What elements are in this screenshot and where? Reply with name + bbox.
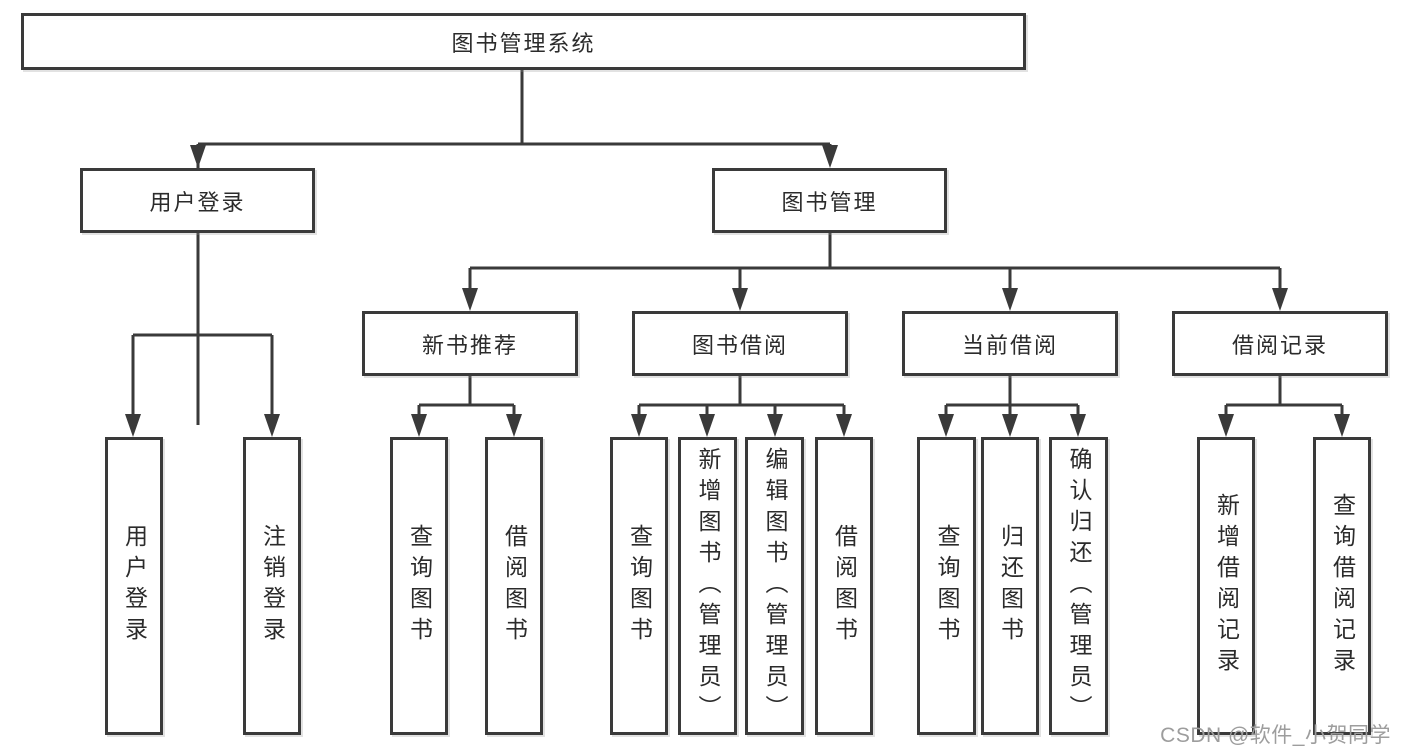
node-new-book-recommend: 新书推荐 <box>362 311 578 376</box>
node-label: 图书借阅 <box>691 332 788 358</box>
node-label: 当前借阅 <box>961 332 1058 358</box>
leaf-label: 新增借阅记录 <box>1213 493 1240 679</box>
node-current-borrowing: 当前借阅 <box>902 311 1118 376</box>
leaf-query-borrow-record: 查询借阅记录 <box>1313 437 1371 735</box>
leaf-logout: 注销登录 <box>243 437 301 735</box>
leaf-add-books-admin: 新增图书（管理员） <box>678 437 737 735</box>
leaf-label: 查询图书 <box>934 524 960 648</box>
leaf-label: 编辑图书（管理员） <box>762 446 788 726</box>
node-book-borrowing: 图书借阅 <box>632 311 848 376</box>
csdn-watermark: CSDN @软件_小贺同学 <box>1160 724 1391 747</box>
node-label: 用户登录 <box>149 189 246 215</box>
leaf-label: 用户登录 <box>121 524 148 648</box>
node-label: 借阅记录 <box>1231 332 1328 358</box>
node-library-management-system: 图书管理系统 <box>21 13 1026 70</box>
leaf-label: 确认归还（管理员） <box>1066 446 1092 726</box>
node-label: 图书管理 <box>781 189 878 215</box>
node-borrowing-records: 借阅记录 <box>1172 311 1388 376</box>
leaf-query-books-recommend: 查询图书 <box>390 437 448 735</box>
leaf-label: 查询图书 <box>406 524 433 648</box>
node-book-management: 图书管理 <box>712 168 947 233</box>
leaf-query-books-borrowing: 查询图书 <box>610 437 668 735</box>
leaf-label: 注销登录 <box>259 524 286 648</box>
leaf-edit-books-admin: 编辑图书（管理员） <box>745 437 804 735</box>
leaf-confirm-return-admin: 确认归还（管理员） <box>1049 437 1108 735</box>
leaf-add-borrow-record: 新增借阅记录 <box>1197 437 1255 735</box>
leaf-label: 借阅图书 <box>501 524 528 648</box>
node-user-login: 用户登录 <box>80 168 315 233</box>
leaf-query-books-current: 查询图书 <box>917 437 976 735</box>
leaf-label: 新增图书（管理员） <box>695 446 721 726</box>
leaf-borrow-books-recommend: 借阅图书 <box>485 437 543 735</box>
leaf-label: 借阅图书 <box>831 524 858 648</box>
leaf-label: 查询图书 <box>626 524 653 648</box>
node-label: 图书管理系统 <box>451 30 596 56</box>
leaf-label: 归还图书 <box>997 524 1024 648</box>
leaf-label: 查询借阅记录 <box>1329 493 1356 679</box>
node-label: 新书推荐 <box>421 332 518 358</box>
leaf-user-login: 用户登录 <box>105 437 163 735</box>
edge-arrowheads <box>125 145 1350 437</box>
leaf-return-books: 归还图书 <box>981 437 1039 735</box>
leaf-borrow-books: 借阅图书 <box>815 437 873 735</box>
